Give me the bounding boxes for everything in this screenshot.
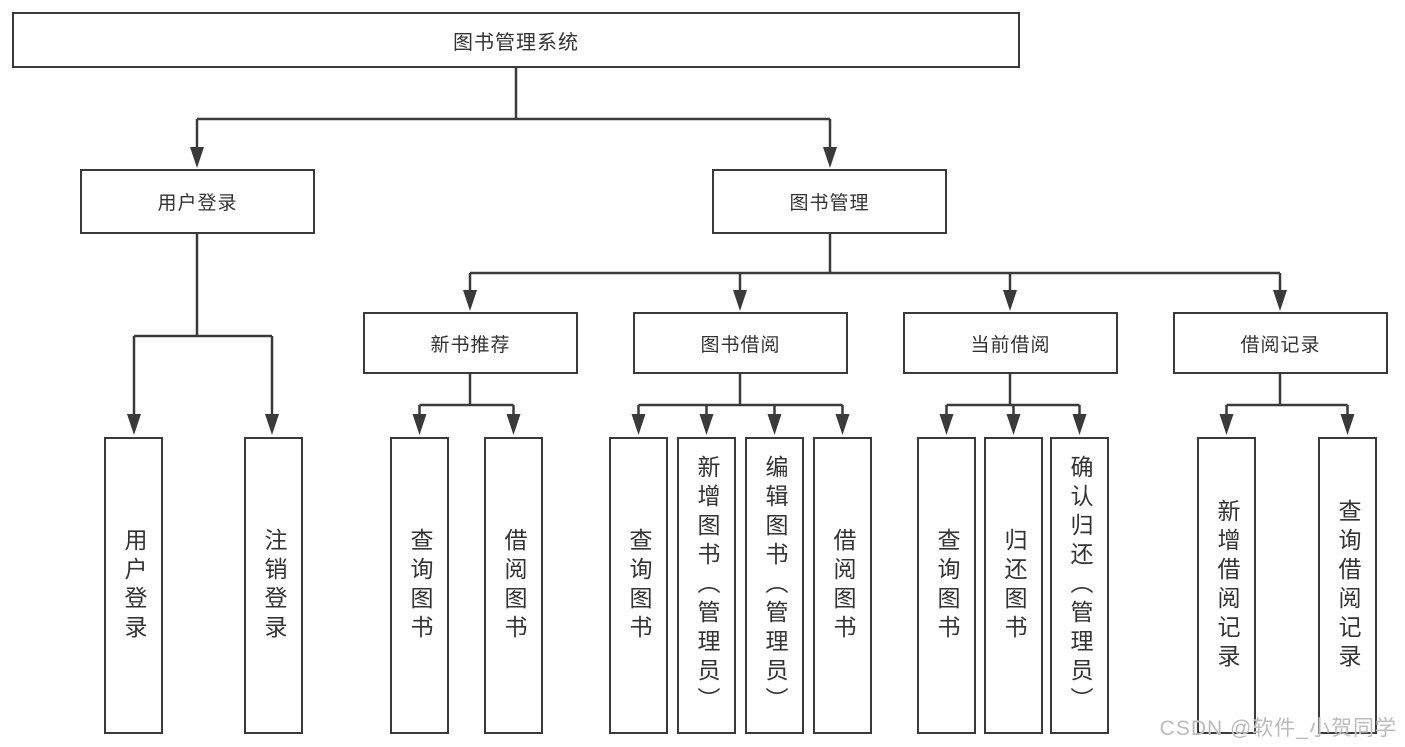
leaf-return-books: 归还图书 — [984, 437, 1043, 734]
node-new-book-recommend: 新书推荐 — [363, 312, 578, 374]
leaf-edit-books-admin: 编辑图书（管理员） — [745, 437, 804, 734]
node-root: 图书管理系统 — [12, 12, 1020, 68]
node-book-management: 图书管理 — [712, 169, 947, 234]
connector-book-borrow-to-leaves — [631, 374, 850, 435]
leaf-query-books-1: 查询图书 — [390, 437, 449, 734]
leaf-borrow-books-1: 借阅图书 — [484, 437, 543, 734]
connector-new-book-recommend-to-leaves — [412, 374, 521, 435]
leaf-query-borrow-record: 查询借阅记录 — [1318, 437, 1377, 734]
leaf-confirm-return-admin: 确认归还（管理员） — [1050, 437, 1109, 734]
leaf-add-books-admin: 新增图书（管理员） — [677, 437, 736, 734]
node-borrow-records: 借阅记录 — [1173, 312, 1388, 374]
connector-user-login-to-leaves — [127, 234, 279, 435]
node-book-borrow: 图书借阅 — [633, 312, 848, 374]
leaf-query-books-2: 查询图书 — [609, 437, 668, 734]
leaf-user-login: 用户登录 — [104, 437, 163, 734]
leaf-query-books-3: 查询图书 — [917, 437, 976, 734]
connector-current-borrow-to-leaves — [939, 374, 1087, 435]
node-user-login: 用户登录 — [80, 169, 315, 234]
connector-root-to-level2 — [190, 68, 837, 168]
leaf-logout: 注销登录 — [244, 437, 303, 734]
leaf-add-borrow-record: 新增借阅记录 — [1197, 437, 1256, 734]
node-current-borrow: 当前借阅 — [903, 312, 1118, 374]
csdn-watermark: CSDN @软件_小贺同学 — [1159, 717, 1397, 740]
connector-borrow-records-to-leaves — [1219, 374, 1355, 435]
connector-book-management-to-level3 — [463, 234, 1287, 311]
leaf-borrow-books-2: 借阅图书 — [813, 437, 872, 734]
